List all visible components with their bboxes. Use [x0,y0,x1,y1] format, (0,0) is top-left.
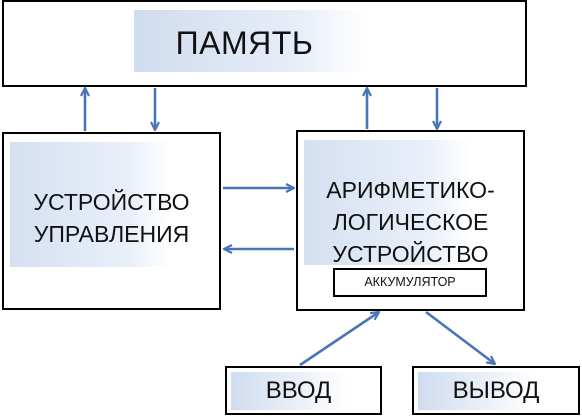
input-label: ВВОД [265,377,332,404]
control-unit-label: УСТРОЙСТВО УПРАВЛЕНИЯ [33,189,190,247]
accumulator-block: АККУМУЛЯТОР [333,268,487,297]
output-label: ВЫВОД [452,377,540,404]
memory-label: ПАМЯТЬ [175,25,314,61]
accumulator-label: АККУМУЛЯТОР [364,275,456,289]
arrow-input-to-alu [299,312,379,367]
arrow-alu-to-output [425,310,495,364]
alu-label: АРИФМЕТИКО-ЛОГИЧЕСКОЕ УСТРОЙСТВО [326,177,495,267]
